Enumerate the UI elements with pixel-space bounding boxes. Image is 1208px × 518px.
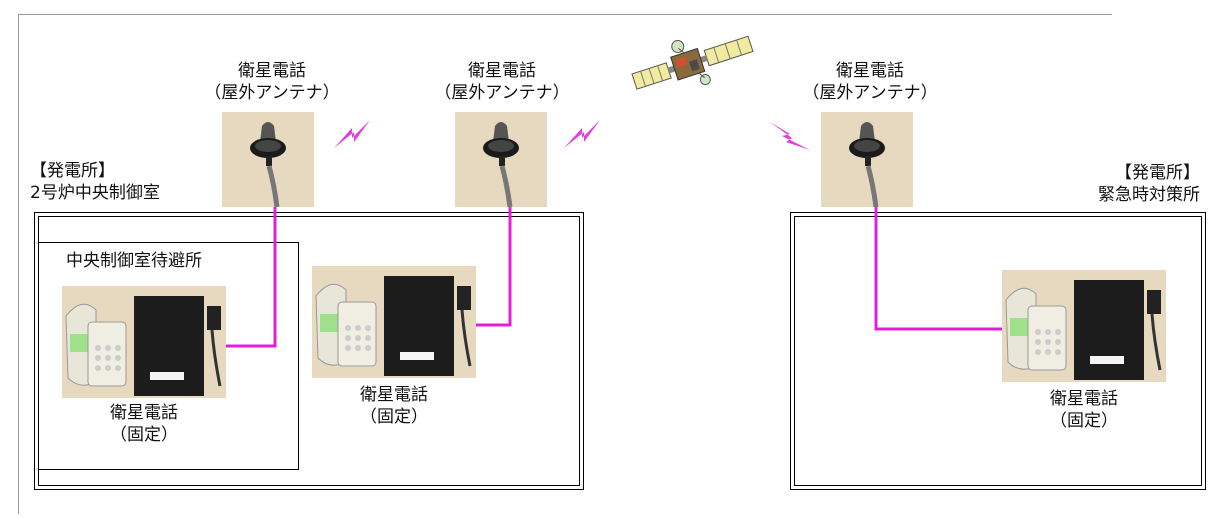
right-site-box: [790, 212, 1206, 490]
phone-label-1: 衛星電話 （固定）: [60, 402, 228, 446]
phone-label-line2: （固定）: [110, 425, 178, 445]
sub-room-title: 中央制御室待避所: [66, 251, 202, 271]
right-site-title: 【発電所】 緊急時対策所: [1040, 162, 1200, 206]
antenna-photo: [455, 112, 547, 207]
antenna-label-line1: 衛星電話: [238, 61, 306, 81]
lightning-signal-icon: [334, 120, 370, 148]
cable-3: [874, 206, 1002, 331]
left-site-title: 【発電所】 2号炉中央制御室: [30, 160, 160, 204]
phone-label-line1: 衛星電話: [1050, 389, 1118, 409]
phone-label-2: 衛星電話 （固定）: [312, 384, 476, 428]
antenna-label-line2: （屋外アンテナ）: [434, 83, 570, 103]
lightning-signal-icon: [770, 122, 810, 150]
frame-left-line: [18, 14, 19, 514]
antenna-label-line1: 衛星電話: [468, 61, 536, 81]
phone-photo: [62, 286, 226, 398]
phone-label-line2: （固定）: [360, 407, 428, 427]
phone-photo: [1002, 270, 1166, 382]
phone-label-line1: 衛星電話: [360, 385, 428, 405]
right-site-room: 緊急時対策所: [1098, 185, 1200, 205]
frame-top-line: [18, 14, 1112, 15]
antenna-photo: [821, 112, 913, 207]
left-site-bracket-title: 【発電所】: [30, 161, 115, 181]
cable-1: [224, 206, 277, 348]
phone-label-line2: （固定）: [1050, 411, 1118, 431]
lightning-signal-icon: [564, 120, 600, 148]
left-site-room: 2号炉中央制御室: [30, 183, 160, 203]
cable-2: [472, 206, 512, 327]
antenna-label-3: 衛星電話 （屋外アンテナ）: [786, 60, 954, 104]
antenna-label-line2: （屋外アンテナ）: [204, 83, 340, 103]
satellite-icon: [631, 35, 754, 90]
antenna-label-line2: （屋外アンテナ）: [802, 83, 938, 103]
phone-label-line1: 衛星電話: [110, 403, 178, 423]
phone-label-3: 衛星電話 （固定）: [1000, 388, 1168, 432]
sub-room-box: [38, 242, 299, 470]
antenna-photo: [222, 112, 314, 207]
antenna-label-1: 衛星電話 （屋外アンテナ）: [188, 60, 356, 104]
antenna-label-2: 衛星電話 （屋外アンテナ）: [418, 60, 586, 104]
right-site-bracket-title: 【発電所】: [1115, 163, 1200, 183]
antenna-label-line1: 衛星電話: [836, 61, 904, 81]
phone-photo: [312, 266, 476, 378]
